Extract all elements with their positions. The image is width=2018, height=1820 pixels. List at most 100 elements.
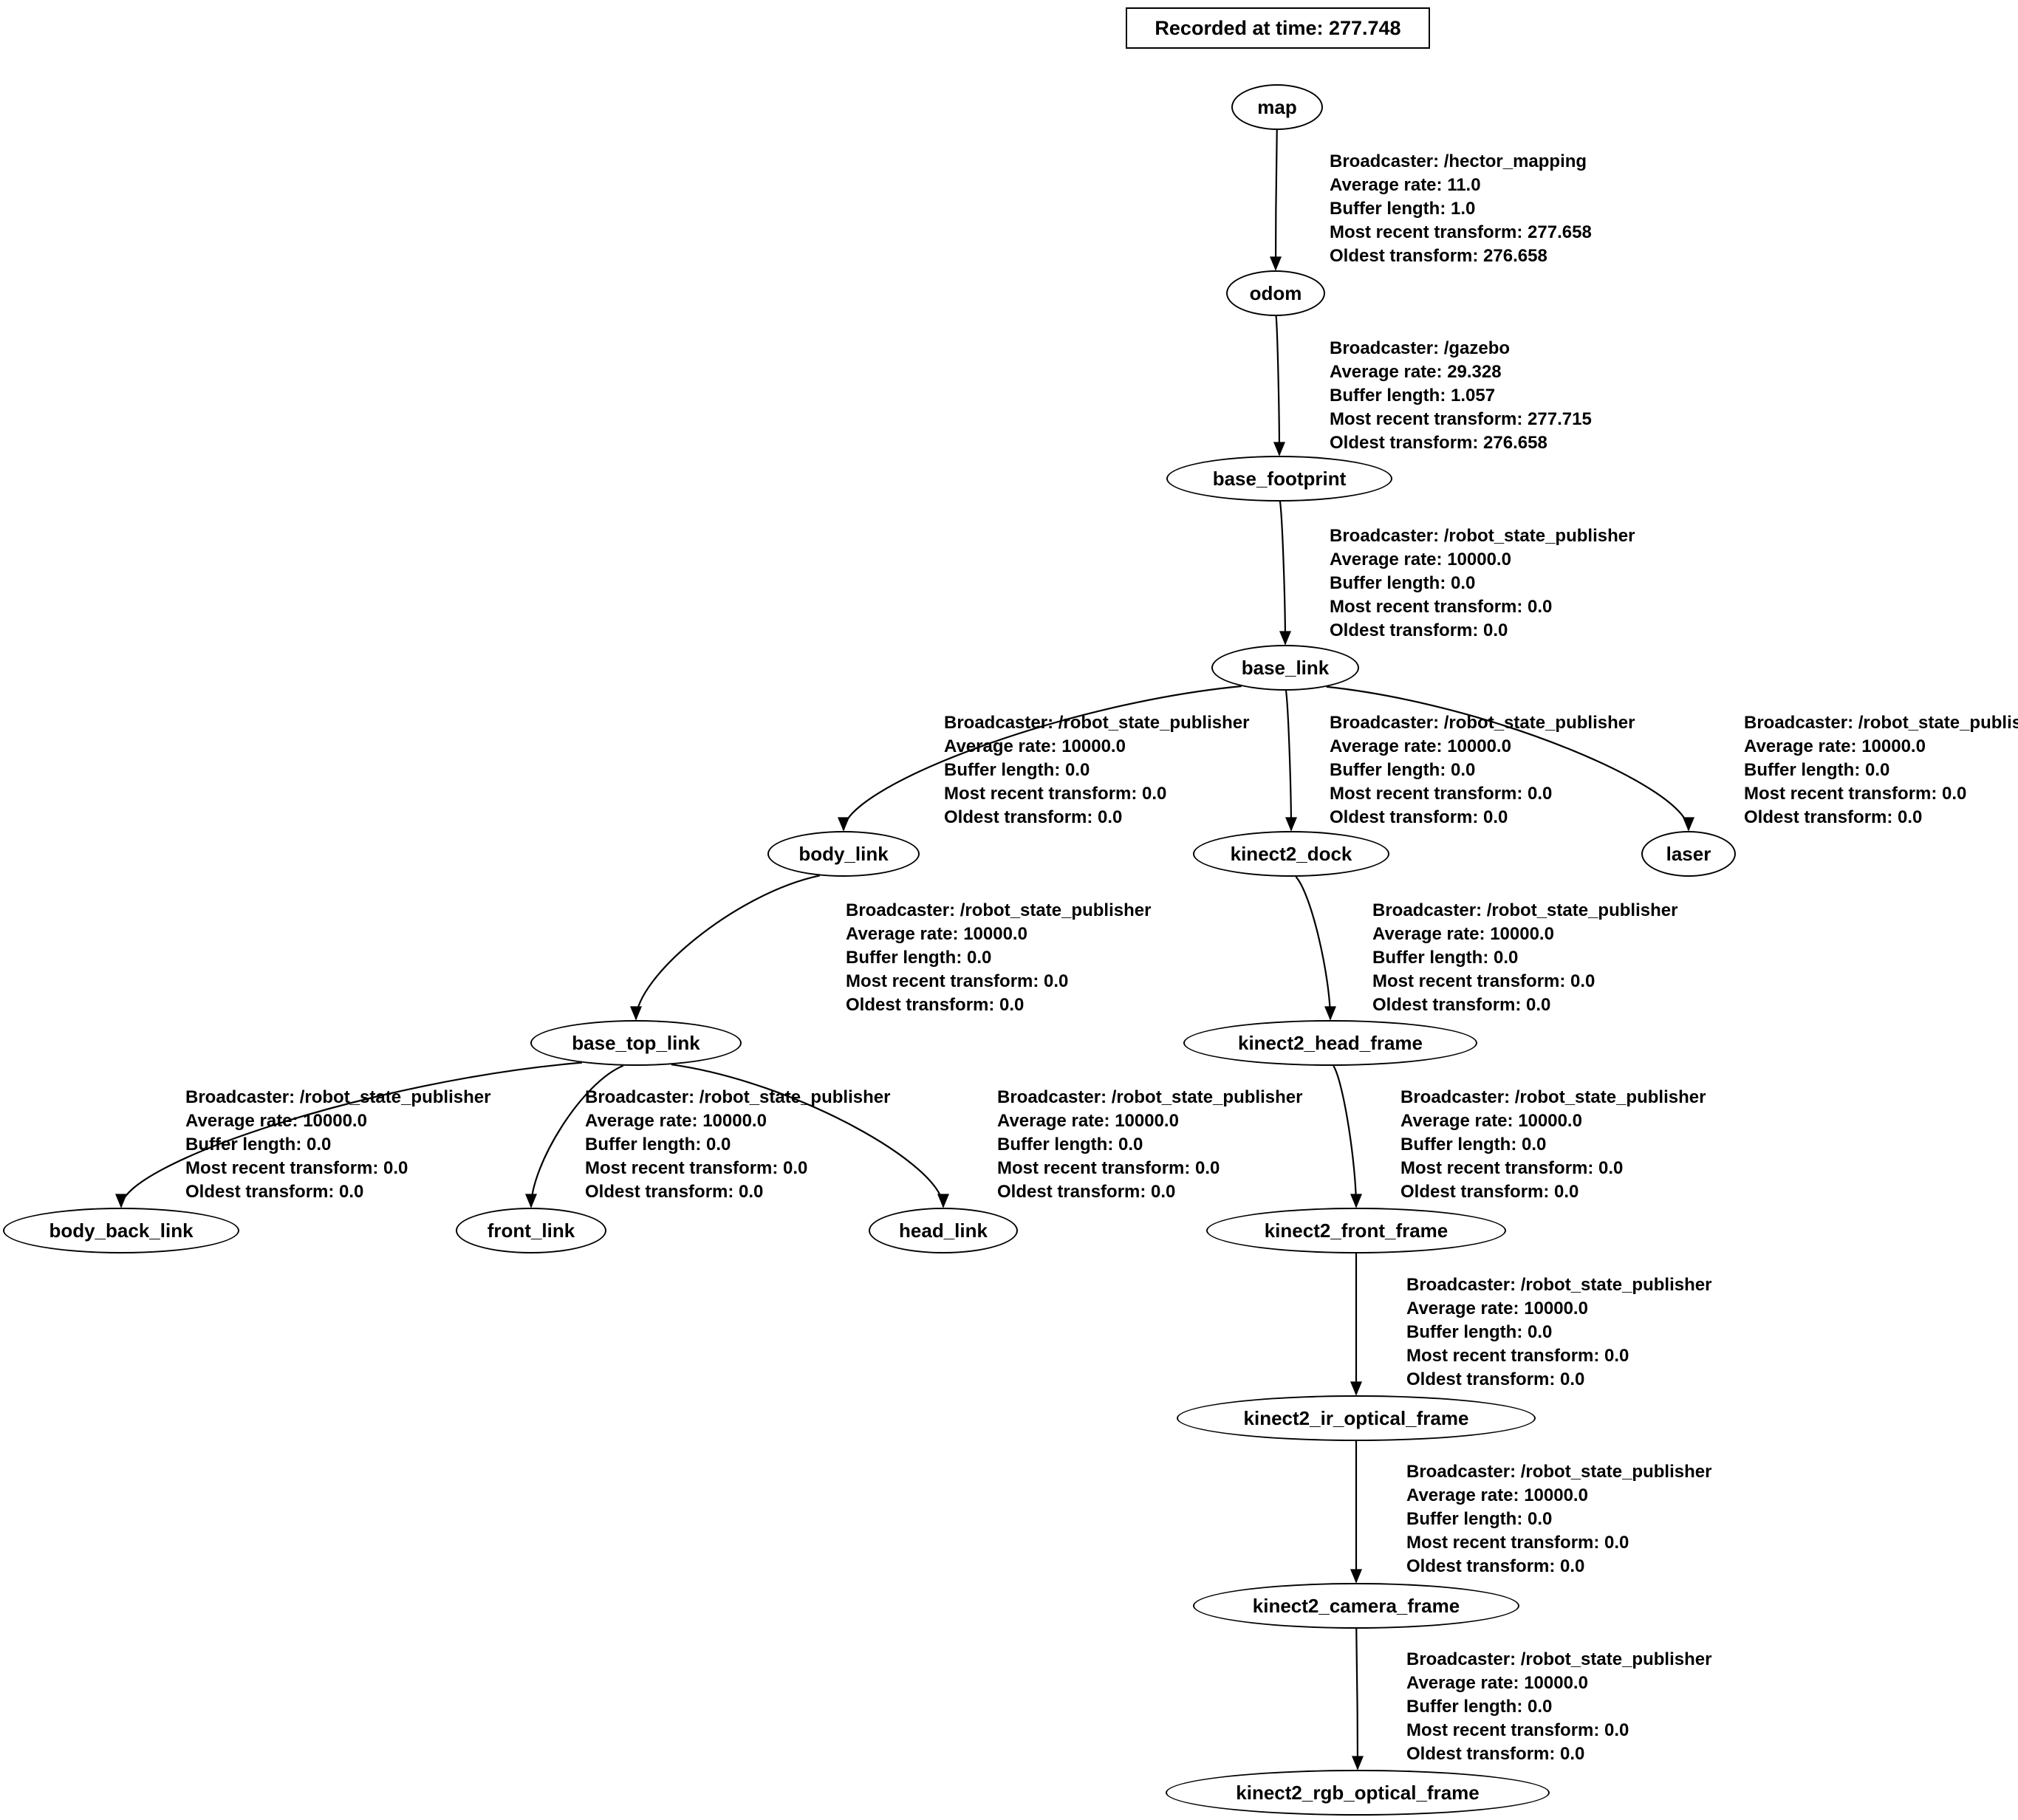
edge-label-line: Average rate: 10000.0 (185, 1111, 367, 1131)
edge-label-line: Oldest transform: 0.0 (1400, 1182, 1579, 1202)
edge-label-line: Average rate: 10000.0 (1406, 1485, 1588, 1505)
node-front_link: front_link (456, 1208, 606, 1253)
edge-label-line: Buffer length: 0.0 (585, 1135, 731, 1154)
edge-label-line: Oldest transform: 276.658 (1330, 246, 1547, 266)
edge-label-line: Average rate: 10000.0 (997, 1111, 1179, 1131)
edge-body_link-to-base_top_link (630, 875, 820, 1021)
node-map: map (1231, 84, 1323, 130)
edge-label-line: Oldest transform: 0.0 (185, 1182, 364, 1202)
edge-label-line: Buffer length: 0.0 (185, 1135, 332, 1154)
edge-label-line: Average rate: 29.328 (1330, 362, 1502, 382)
edge-label-line: Oldest transform: 0.0 (1330, 620, 1508, 640)
edge-label-line: Buffer length: 0.0 (1372, 948, 1519, 968)
edge-label-line: Broadcaster: /robot_state_publisher (585, 1087, 891, 1107)
edge-base_top_link-to-head_link (671, 1064, 949, 1208)
edge-label-line: Broadcaster: /robot_state_publisher (1744, 713, 2018, 733)
edge-label-line: Oldest transform: 0.0 (1406, 1556, 1585, 1576)
edge-odom-to-base_footprint (1273, 315, 1285, 456)
edge-label-line: Buffer length: 0.0 (1406, 1509, 1553, 1529)
node-base_top_link: base_top_link (530, 1020, 742, 1066)
edge-base_link-to-body_link (838, 685, 1242, 832)
edge-label-line: Oldest transform: 0.0 (944, 807, 1123, 827)
edge-label-line: Average rate: 10000.0 (1372, 924, 1554, 944)
edge-label-line: Most recent transform: 0.0 (585, 1158, 808, 1178)
edge-label-line: Most recent transform: 0.0 (1406, 1720, 1629, 1740)
edge-label-line: Most recent transform: 0.0 (1400, 1158, 1624, 1178)
edge-label-base_link-to-laser: Broadcaster: /robot_state_publisherAvera… (1744, 711, 2018, 829)
edge-label-line: Broadcaster: /robot_state_publisher (997, 1087, 1303, 1107)
edge-label-line: Most recent transform: 0.0 (997, 1158, 1220, 1178)
node-base_footprint: base_footprint (1166, 456, 1392, 502)
node-kinect2_dock: kinect2_dock (1193, 831, 1389, 877)
edge-label-line: Buffer length: 0.0 (1330, 573, 1476, 593)
edge-label-line: Most recent transform: 0.0 (1406, 1346, 1629, 1366)
node-kinect2_ir_optical_frame: kinect2_ir_optical_frame (1177, 1395, 1536, 1441)
edge-label-line: Oldest transform: 0.0 (1744, 807, 1923, 827)
edge-label-line: Most recent transform: 0.0 (1330, 784, 1553, 804)
edge-label-line: Buffer length: 1.057 (1330, 386, 1496, 406)
edge-label-line: Buffer length: 0.0 (1744, 760, 1890, 780)
edge-label-line: Buffer length: 0.0 (944, 760, 1090, 780)
edge-label-line: Oldest transform: 0.0 (846, 995, 1025, 1015)
edge-label-line: Most recent transform: 277.715 (1330, 409, 1592, 429)
edge-label-line: Most recent transform: 277.658 (1330, 222, 1592, 242)
edge-label-line: Broadcaster: /robot_state_publisher (1330, 526, 1635, 546)
edge-label-line: Most recent transform: 0.0 (185, 1158, 408, 1178)
edge-label-line: Oldest transform: 0.0 (1372, 995, 1551, 1015)
edge-label-line: Average rate: 10000.0 (1330, 736, 1511, 756)
edge-label-line: Average rate: 11.0 (1330, 175, 1481, 195)
edge-label-line: Average rate: 10000.0 (944, 736, 1126, 756)
edge-label-line: Broadcaster: /robot_state_publisher (944, 713, 1250, 733)
edge-label-line: Oldest transform: 0.0 (585, 1182, 764, 1202)
edge-label-line: Broadcaster: /hector_mapping (1330, 151, 1587, 171)
edge-label-line: Most recent transform: 0.0 (1744, 784, 1967, 804)
edge-label-line: Average rate: 10000.0 (846, 924, 1027, 944)
edge-label-line: Buffer length: 0.0 (1400, 1135, 1547, 1154)
edge-label-line: Average rate: 10000.0 (585, 1111, 767, 1131)
edge-label-line: Most recent transform: 0.0 (1372, 971, 1595, 991)
edge-label-line: Oldest transform: 0.0 (1406, 1744, 1585, 1764)
edge-base_top_link-to-body_back_link (115, 1061, 582, 1208)
edge-label-line: Oldest transform: 0.0 (1406, 1369, 1585, 1389)
edge-label-line: Most recent transform: 0.0 (944, 784, 1167, 804)
edge-base_top_link-to-front_link (525, 1064, 624, 1208)
edge-label-line: Buffer length: 0.0 (846, 948, 992, 968)
edge-label-line: Average rate: 10000.0 (1330, 550, 1511, 569)
edge-label-line: Buffer length: 0.0 (997, 1135, 1143, 1154)
edge-label-line: Broadcaster: /robot_state_publisher (185, 1087, 491, 1107)
node-kinect2_head_frame: kinect2_head_frame (1183, 1020, 1477, 1066)
recorded-time-text: Recorded at time: 277.748 (1155, 16, 1401, 39)
edge-kinect2_head_frame-to-kinect2_front_frame (1333, 1065, 1362, 1208)
edge-base_link-to-laser (1326, 685, 1694, 832)
edge-label-line: Buffer length: 0.0 (1330, 760, 1476, 780)
node-head_link: head_link (869, 1208, 1018, 1253)
edge-label-line: Oldest transform: 0.0 (1330, 807, 1508, 827)
edge-base_footprint-to-base_link (1279, 501, 1291, 646)
edge-label-line: Most recent transform: 0.0 (1330, 597, 1553, 617)
edge-kinect2_dock-to-kinect2_head_frame (1295, 876, 1336, 1021)
node-body_back_link: body_back_link (3, 1208, 239, 1253)
edge-label-line: Average rate: 10000.0 (1406, 1299, 1588, 1318)
recorded-time-box: Recorded at time: 277.748 (1126, 7, 1430, 49)
edge-label-line: Broadcaster: /robot_state_publisher (1330, 713, 1635, 733)
edge-label-line: Most recent transform: 0.0 (846, 971, 1069, 991)
edge-label-line: Buffer length: 0.0 (1406, 1322, 1553, 1342)
node-kinect2_rgb_optical_frame: kinect2_rgb_optical_frame (1166, 1770, 1550, 1816)
edge-label-line: Broadcaster: /robot_state_publisher (846, 900, 1152, 920)
edge-label-line: Buffer length: 0.0 (1406, 1697, 1553, 1717)
edge-base_link-to-kinect2_dock (1285, 690, 1297, 832)
node-laser: laser (1641, 831, 1736, 877)
